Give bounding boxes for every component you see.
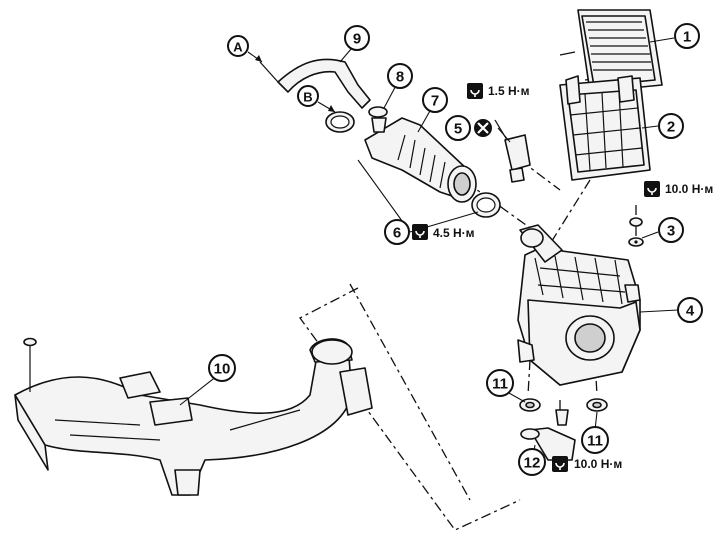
ref-b-arrowhead [328, 105, 335, 112]
torque-label-1: 1.5 Н·м [467, 83, 530, 99]
breather-hose [259, 58, 371, 109]
callout-1: 1 [674, 23, 700, 49]
svg-text:6: 6 [393, 225, 401, 242]
svg-text:4.5 Н·м: 4.5 Н·м [433, 226, 475, 240]
callout-10: 10 [208, 354, 236, 382]
svg-text:10.0 Н·м: 10.0 Н·м [665, 182, 713, 196]
torque-label-4: 10.0 Н·м [552, 456, 622, 472]
callout-5: 5 [445, 115, 471, 141]
torque-label-3: 4.5 Н·м [412, 224, 475, 240]
case-mounts [519, 398, 608, 461]
torque-wrench-icon [412, 224, 428, 240]
torque-wrench-icon [644, 181, 660, 197]
torque-wrench-icon [467, 83, 483, 99]
svg-text:12: 12 [524, 455, 541, 472]
torque-wrench-icon [552, 456, 568, 472]
sensor-part [494, 119, 531, 183]
intake-duct [364, 106, 477, 203]
air-cleaner-case [517, 224, 641, 386]
svg-text:8: 8 [396, 69, 404, 86]
ref-b: B [297, 85, 319, 107]
svg-text:9: 9 [353, 31, 361, 48]
callout-8: 8 [387, 63, 413, 89]
svg-text:10: 10 [214, 361, 231, 378]
svg-text:1: 1 [683, 29, 691, 46]
svg-text:5: 5 [454, 121, 462, 138]
callout-6: 6 [384, 219, 410, 245]
svg-text:11: 11 [587, 433, 603, 450]
air-filter-element [559, 9, 663, 93]
callout-2: 2 [658, 113, 684, 139]
hose-clamps [325, 111, 501, 218]
ref-a: A [227, 35, 249, 57]
callout-3: 3 [658, 217, 684, 243]
svg-text:2: 2 [667, 119, 675, 136]
callout-12: 12 [518, 448, 546, 476]
callout-7: 7 [422, 87, 448, 113]
svg-text:3: 3 [667, 223, 675, 240]
svg-text:4: 4 [686, 303, 695, 320]
replace-x-icon [474, 119, 492, 137]
callout-11-left: 11 [486, 369, 514, 397]
washer-parts [628, 217, 644, 247]
callout-11-right: 11 [581, 426, 609, 454]
torque-label-2: 10.0 Н·м [644, 181, 713, 197]
svg-text:10.0 Н·м: 10.0 Н·м [574, 457, 622, 471]
callout-4: 4 [677, 297, 703, 323]
svg-text:B: B [303, 90, 312, 105]
svg-text:11: 11 [492, 376, 508, 393]
lower-air-duct [14, 337, 373, 496]
air-cleaner-cover [559, 75, 651, 181]
ref-a-arrowhead [255, 55, 262, 62]
svg-text:7: 7 [431, 93, 439, 110]
callout-9: 9 [344, 25, 370, 51]
svg-text:1.5 Н·м: 1.5 Н·м [488, 84, 530, 98]
svg-text:A: A [233, 40, 243, 55]
